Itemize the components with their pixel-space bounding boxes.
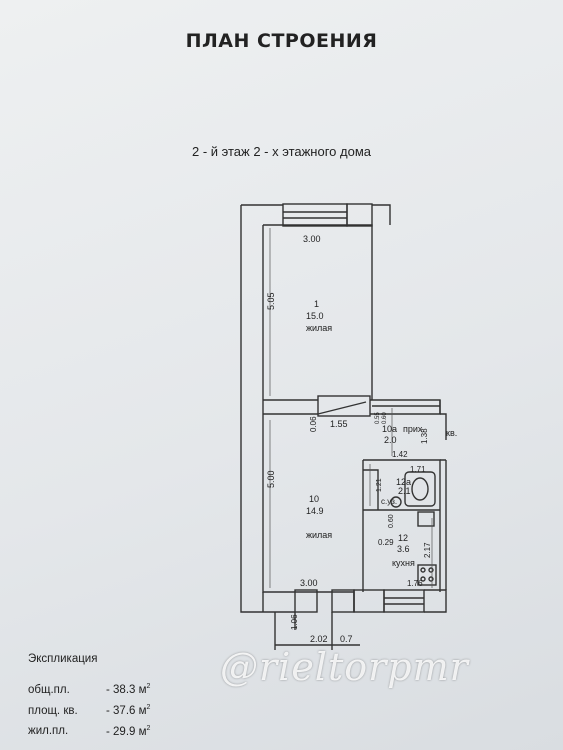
door-frame: [317, 395, 371, 417]
kitchen-number: 12: [398, 533, 408, 543]
explication-row-total: общ.пл. - 38.3 м2: [28, 678, 150, 699]
dim-ext-a: 2.02: [310, 634, 328, 644]
kitchen-area: 3.6: [397, 544, 410, 554]
dim-kitchen-a: 0.60: [388, 514, 395, 528]
dim-corridor: 1.55: [330, 419, 348, 429]
explication-value: - 38.3 м: [106, 683, 147, 696]
dim-kitchen-side: 2.17: [423, 542, 432, 558]
dim-stair: 1.06: [290, 614, 299, 630]
window-bottom-right: [383, 589, 425, 613]
dim-hall-b: 0.60: [382, 412, 388, 424]
window-bottom-mid: [331, 589, 355, 613]
room10-type: жилая: [306, 530, 332, 540]
kitchen-name: кухня: [392, 558, 415, 568]
dim-ext-b: 0.7: [340, 634, 353, 644]
middle-wall: [262, 399, 318, 415]
dim-hall-side: 1.38: [420, 428, 429, 444]
explication-row-living: жил.пл. - 29.9 м2: [28, 720, 150, 741]
bath-name: с.уз.: [381, 497, 397, 506]
window-top: [282, 203, 348, 227]
document-title: ПЛАН СТРОЕНИЯ: [185, 30, 378, 52]
explication-block: Экспликация общ.пл.- 38.3 м2 площ. кв.- …: [28, 651, 150, 740]
explication-heading: Экспликация: [28, 653, 98, 665]
dim-hall-a: 0.55: [375, 412, 381, 424]
dim-room10-side: 5.00: [266, 470, 276, 488]
document-subtitle: 2 - й этаж 2 - х этажного дома: [191, 144, 372, 159]
apartment-label: кв.: [446, 428, 457, 438]
explication-value: - 37.6 м: [106, 704, 147, 717]
hall-area: 2.0: [384, 435, 397, 445]
hall-name: прих.: [403, 424, 425, 434]
room1-type: жилая: [306, 323, 332, 333]
explication-value: - 29.9 м: [106, 725, 147, 738]
dim-room1-side: 5.05: [266, 292, 276, 310]
explication-unit-sup: 2: [146, 724, 151, 732]
explication-row-apartment: площ. кв. - 37.6 м2: [28, 699, 150, 720]
dim-kitchen-b: 0.29: [378, 538, 394, 547]
window-bottom-left: [294, 589, 318, 613]
outer-wall: [240, 205, 295, 613]
hall-number: 10а: [382, 424, 397, 434]
room10-number: 10: [309, 494, 319, 504]
dim-kitchen-top: 1.42: [392, 450, 408, 459]
bath-number: 12а: [396, 477, 411, 487]
explication-label: общ.пл.: [28, 683, 70, 696]
dim-kitchen-bottom: 1.76: [407, 579, 423, 588]
room10-area: 14.9: [306, 506, 324, 516]
dim-door: 0.06: [309, 416, 318, 432]
dim-room1-top: 3.00: [303, 234, 321, 244]
explication-unit-sup: 2: [146, 703, 151, 711]
watermark-text: @rieltorpmr: [220, 645, 469, 689]
dim-bath-side: 1.21: [376, 478, 383, 492]
bath-area: 2.1: [398, 486, 411, 496]
dim-room10-bottom: 3.00: [300, 578, 318, 588]
dim-bath-top: 1.71: [410, 465, 426, 474]
room1-number: 1: [314, 299, 319, 309]
explication-unit-sup: 2: [146, 683, 151, 690]
explication-label: жил.пл.: [28, 725, 69, 738]
room1-area: 15.0: [306, 311, 324, 321]
explication-label: площ. кв.: [28, 704, 78, 717]
